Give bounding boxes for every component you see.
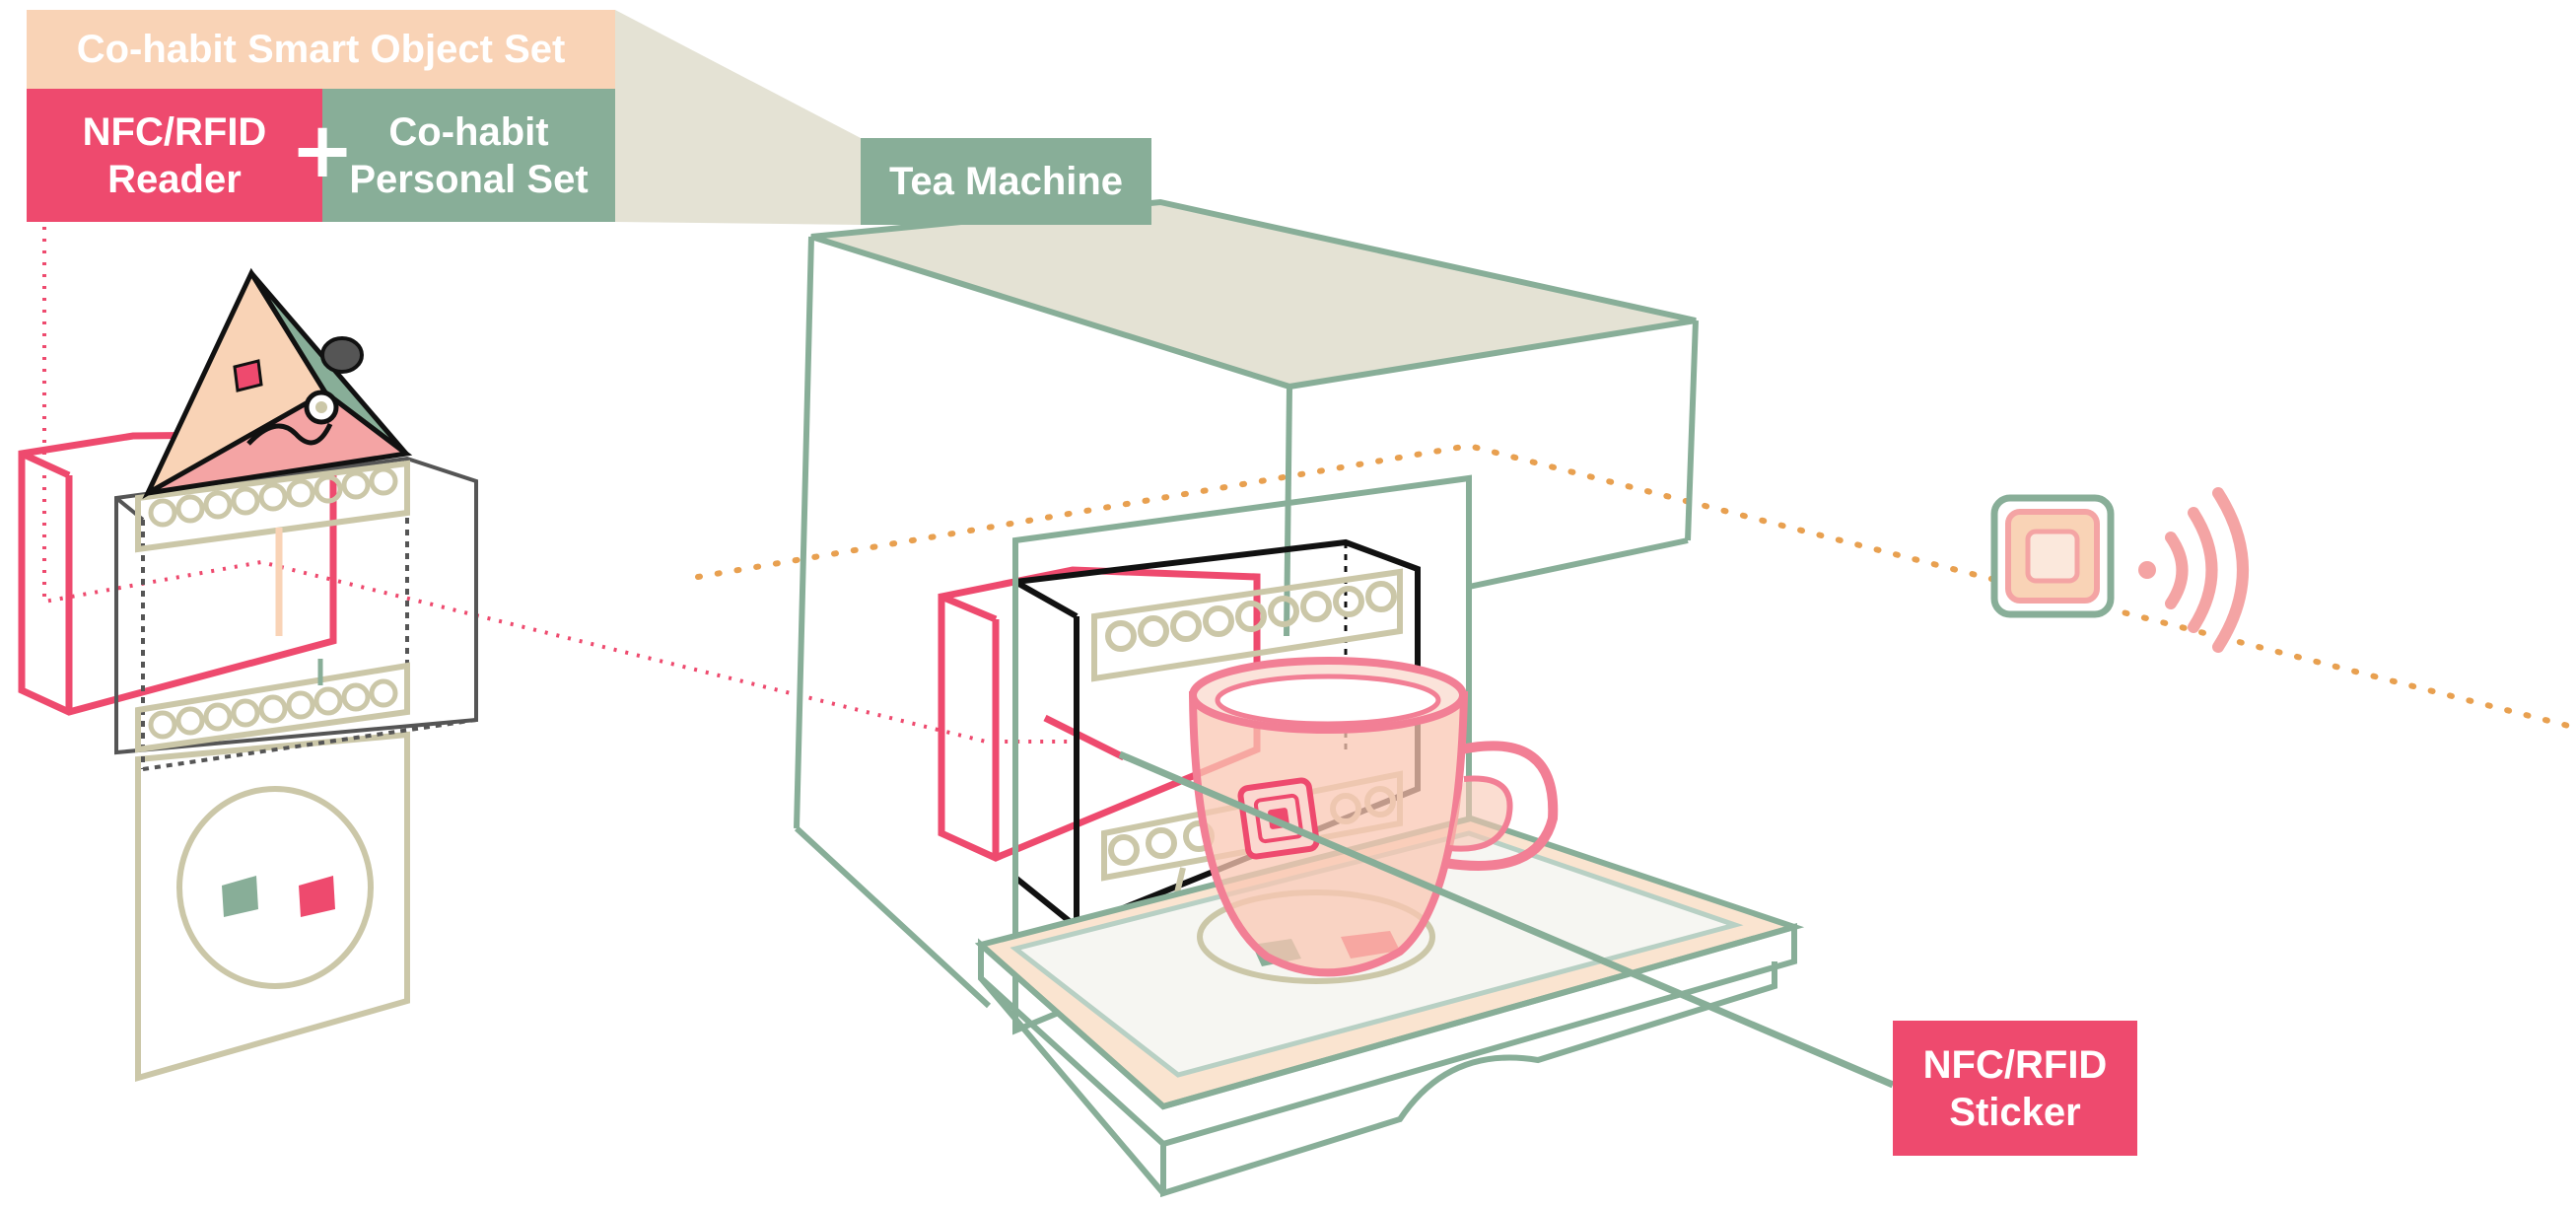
nfc-sticker-label: NFC/RFID Sticker: [1893, 1021, 2137, 1156]
socket-icon: [138, 735, 407, 1078]
callout-wedge: [615, 10, 861, 225]
tea-machine-label: Tea Machine: [861, 138, 1151, 225]
plus-sign: +: [293, 116, 352, 185]
smart-object-set-label: Co-habit Smart Object Set: [27, 10, 615, 89]
nfc-reader-label: NFC/RFID Reader: [27, 89, 322, 222]
nfc-tag-floating: [1994, 498, 2111, 614]
personal-set-label: Co-habit Personal Set: [322, 89, 615, 222]
device-prism-icon: [148, 273, 406, 493]
wireless-signal-icon: [2138, 493, 2243, 647]
